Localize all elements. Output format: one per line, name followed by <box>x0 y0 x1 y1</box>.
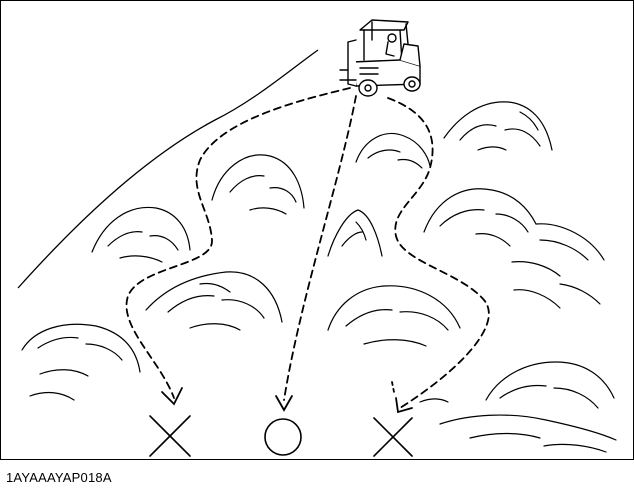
mound-center-peak <box>328 210 382 256</box>
mound-right-middle <box>328 286 460 330</box>
arrow-heads <box>162 382 412 412</box>
right-route-path <box>388 98 489 408</box>
circle-mark-center <box>265 419 301 455</box>
routes <box>126 88 488 408</box>
left-route-path <box>126 88 350 398</box>
cross-mark-right <box>374 418 412 456</box>
caption-bar: 1AYAAAYAP018A <box>0 459 634 494</box>
mound-left-lower <box>22 324 140 372</box>
center-arrowhead <box>276 396 292 410</box>
figure-caption: 1AYAAAYAP018A <box>6 470 112 485</box>
forklift-icon <box>340 20 420 96</box>
center-route-path <box>284 96 356 400</box>
slope-line <box>18 50 318 288</box>
cross-mark-left <box>150 416 190 456</box>
terrain-mounds <box>22 102 616 452</box>
mound-right-large <box>424 189 604 260</box>
mound-left-upper <box>212 155 304 208</box>
left-arrowhead <box>162 388 182 404</box>
result-marks <box>150 416 412 456</box>
